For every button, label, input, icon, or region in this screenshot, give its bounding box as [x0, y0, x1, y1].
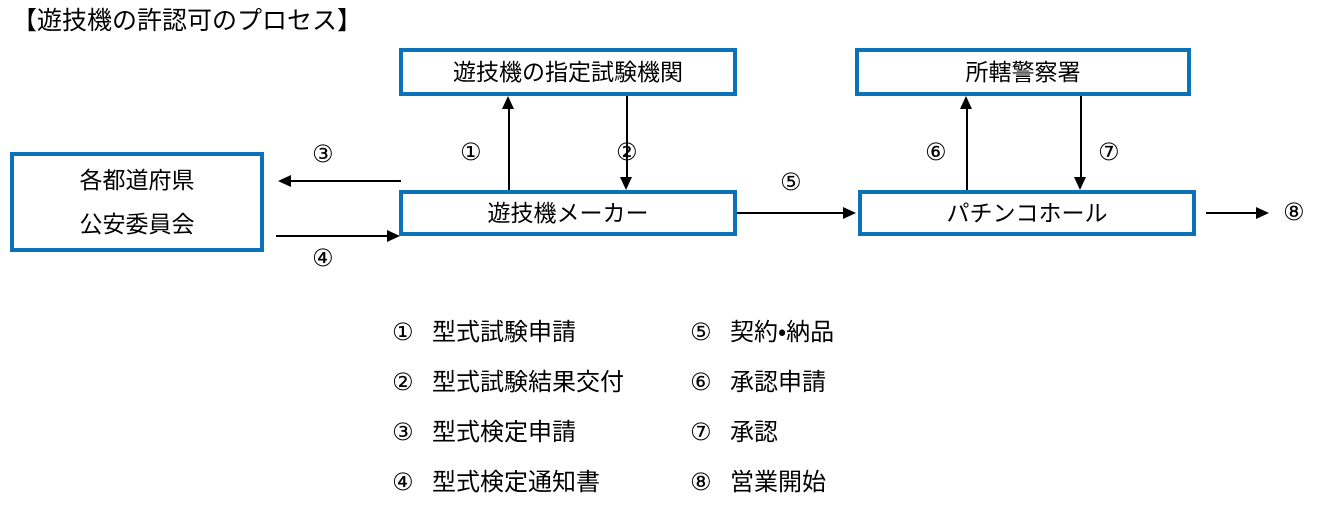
legend-item-label: 承認申請 [730, 369, 826, 396]
legend-column-2: ⑤ 契約・納品 ⑥ 承認申請 ⑦ 承認 ⑧ 営業開始 [690, 308, 834, 508]
marker-7: ⑦ [1098, 139, 1120, 166]
legend-item-number: ② [392, 369, 414, 396]
node-police-station: 所轄警察署 [855, 48, 1191, 96]
arrow-3-line [291, 180, 401, 182]
node-pachinko-hall-label: パチンコホール [946, 200, 1108, 226]
legend-item-number: ④ [392, 469, 414, 496]
arrow-4-head [387, 230, 400, 242]
page-title: 【遊技機の許認可のプロセス】 [12, 7, 363, 35]
node-public-safety-commission-label-line1: 各都道府県 [79, 167, 195, 193]
node-gaming-machine-maker-label: 遊技機メーカー [487, 200, 649, 226]
marker-6: ⑥ [925, 139, 947, 166]
arrow-5-head [843, 207, 856, 219]
marker-1: ① [460, 139, 482, 166]
legend-item-number: ③ [392, 419, 414, 446]
node-public-safety-commission-label-line2: 公安委員会 [79, 211, 195, 237]
marker-5: ⑤ [780, 169, 802, 196]
marker-4: ④ [312, 245, 334, 272]
legend: ① 型式試験申請 ② 型式試験結果交付 ③ 型式検定申請 ④ 型式検定通知書 ⑤… [392, 308, 834, 508]
arrow-7-line [1080, 96, 1082, 178]
node-gaming-machine-maker: 遊技機メーカー [399, 190, 737, 236]
legend-item-number: ⑧ [690, 469, 712, 496]
legend-item-number: ① [392, 319, 414, 346]
legend-item: ④ 型式検定通知書 [392, 458, 624, 508]
legend-item: ⑦ 承認 [690, 408, 834, 458]
node-public-safety-commission: 各都道府県 公安委員会 [10, 152, 264, 252]
legend-item: ② 型式試験結果交付 [392, 358, 624, 408]
legend-item-label: 契約・納品 [730, 319, 835, 346]
legend-item-label: 型式検定通知書 [432, 469, 600, 496]
arrow-8-head [1256, 207, 1269, 219]
legend-item-label: 承認 [730, 419, 778, 446]
legend-item-label: 型式試験申請 [432, 319, 576, 346]
arrow-2-head [620, 177, 632, 190]
legend-item: ⑤ 契約・納品 [690, 308, 834, 358]
legend-item: ① 型式試験申請 [392, 308, 624, 358]
legend-item: ⑧ 営業開始 [690, 458, 834, 508]
marker-2: ② [616, 139, 638, 166]
legend-item-number: ⑥ [690, 369, 712, 396]
legend-column-1: ① 型式試験申請 ② 型式試験結果交付 ③ 型式検定申請 ④ 型式検定通知書 [392, 308, 624, 508]
marker-8: ⑧ [1283, 199, 1305, 226]
legend-item: ⑥ 承認申請 [690, 358, 834, 408]
arrow-3-head [278, 175, 291, 187]
legend-item-number: ⑤ [690, 319, 712, 346]
arrow-4-line [276, 235, 388, 237]
arrow-6-line [966, 108, 968, 190]
node-testing-organization-label: 遊技機の指定試験機関 [453, 59, 683, 85]
arrow-6-head [960, 96, 972, 109]
arrow-2-line [626, 96, 628, 178]
legend-item-label: 型式検定申請 [432, 419, 576, 446]
arrow-8-line [1206, 212, 1258, 214]
arrow-1-head [502, 96, 514, 109]
legend-item-label: 営業開始 [730, 469, 826, 496]
marker-3: ③ [312, 141, 334, 168]
node-pachinko-hall: パチンコホール [858, 190, 1196, 236]
legend-item-number: ⑦ [690, 419, 712, 446]
arrow-7-head [1074, 177, 1086, 190]
node-testing-organization: 遊技機の指定試験機関 [399, 48, 737, 96]
arrow-5-line [737, 212, 844, 214]
legend-item: ③ 型式検定申請 [392, 408, 624, 458]
node-police-station-label: 所轄警察署 [965, 59, 1081, 85]
legend-item-label: 型式試験結果交付 [432, 369, 624, 396]
arrow-1-line [508, 108, 510, 190]
